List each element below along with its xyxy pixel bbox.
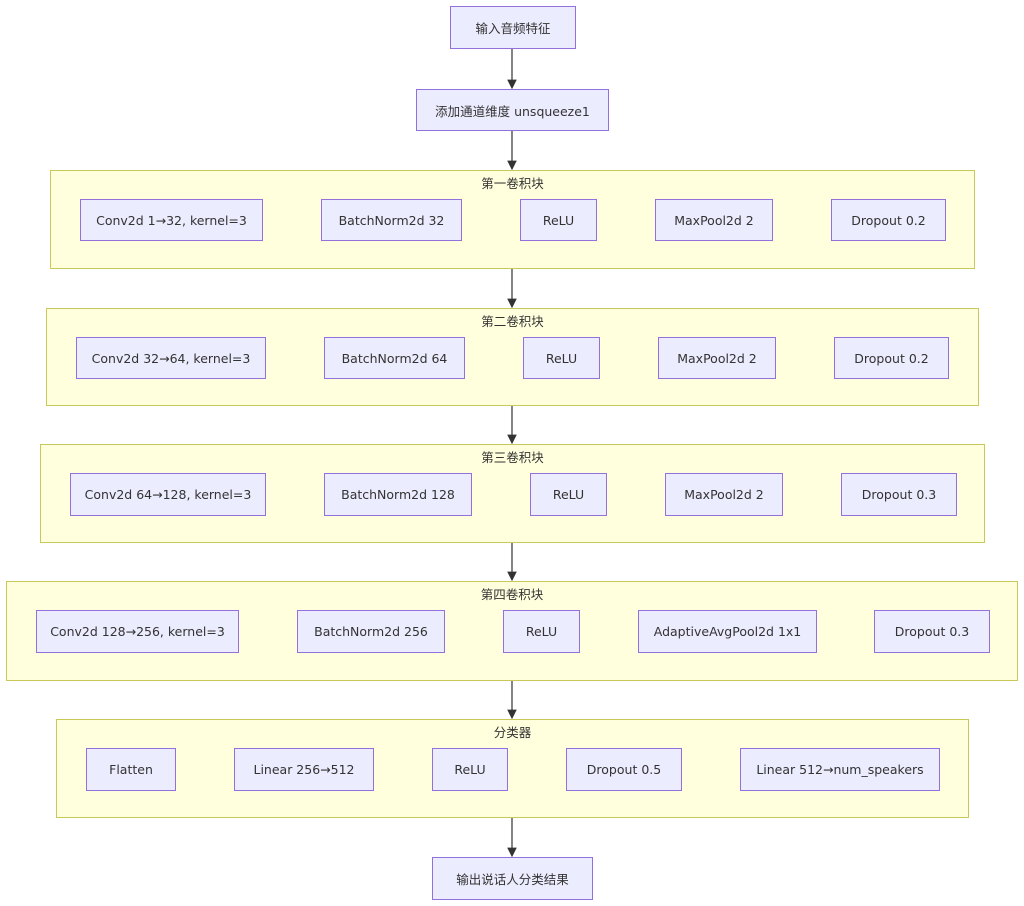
conv-block-2-title: 第二卷积块 — [481, 314, 544, 329]
conv-block-3-title: 第三卷积块 — [481, 450, 544, 465]
flatten-node: Flatten — [86, 748, 176, 791]
unsqueeze-node: 添加通道维度 unsqueeze1 — [416, 89, 609, 131]
relu-node-b2: ReLU — [523, 337, 600, 379]
classifier-title: 分类器 — [493, 725, 532, 740]
conv-block-1: 第一卷积块 Conv2d 1→32, kernel=3 BatchNorm2d … — [50, 170, 975, 269]
conv2d-node-b1: Conv2d 1→32, kernel=3 — [80, 199, 263, 241]
maxpool-node-b3: MaxPool2d 2 — [665, 473, 783, 516]
batchnorm-node-b3: BatchNorm2d 128 — [324, 473, 472, 516]
dropout-node-classifier: Dropout 0.5 — [566, 748, 682, 791]
dropout-node-b3: Dropout 0.3 — [841, 473, 957, 516]
relu-node-b4: ReLU — [503, 610, 580, 653]
batchnorm-node-b2: BatchNorm2d 64 — [324, 337, 465, 379]
batchnorm-node-b4: BatchNorm2d 256 — [297, 610, 445, 653]
conv2d-node-b2: Conv2d 32→64, kernel=3 — [76, 337, 266, 379]
adaptive-avgpool-node-b4: AdaptiveAvgPool2d 1x1 — [638, 610, 817, 653]
batchnorm-node-b1: BatchNorm2d 32 — [321, 199, 462, 241]
maxpool-node-b2: MaxPool2d 2 — [658, 337, 776, 379]
output-node: 输出说话人分类结果 — [432, 857, 593, 900]
maxpool-node-b1: MaxPool2d 2 — [655, 199, 773, 241]
dropout-node-b1: Dropout 0.2 — [831, 199, 946, 241]
classifier-block: 分类器 Flatten Linear 256→512 ReLU Dropout … — [56, 719, 969, 818]
conv-block-3: 第三卷积块 Conv2d 64→128, kernel=3 BatchNorm2… — [40, 444, 985, 543]
linear1-node: Linear 256→512 — [234, 748, 374, 791]
conv-block-1-title: 第一卷积块 — [481, 176, 544, 191]
conv-block-4-title: 第四卷积块 — [480, 587, 544, 602]
linear2-node: Linear 512→num_speakers — [740, 748, 940, 791]
input-features-node: 输入音频特征 — [450, 6, 576, 49]
relu-node-b3: ReLU — [530, 473, 607, 516]
conv2d-node-b3: Conv2d 64→128, kernel=3 — [70, 473, 266, 516]
dropout-node-b2: Dropout 0.2 — [834, 337, 949, 379]
conv2d-node-b4: Conv2d 128→256, kernel=3 — [36, 610, 239, 653]
conv-block-2: 第二卷积块 Conv2d 32→64, kernel=3 BatchNorm2d… — [46, 308, 979, 406]
dropout-node-b4: Dropout 0.3 — [874, 610, 990, 653]
relu-node-b1: ReLU — [520, 199, 597, 241]
relu-node-classifier: ReLU — [432, 748, 508, 791]
conv-block-4: 第四卷积块 Conv2d 128→256, kernel=3 BatchNorm… — [6, 581, 1018, 681]
